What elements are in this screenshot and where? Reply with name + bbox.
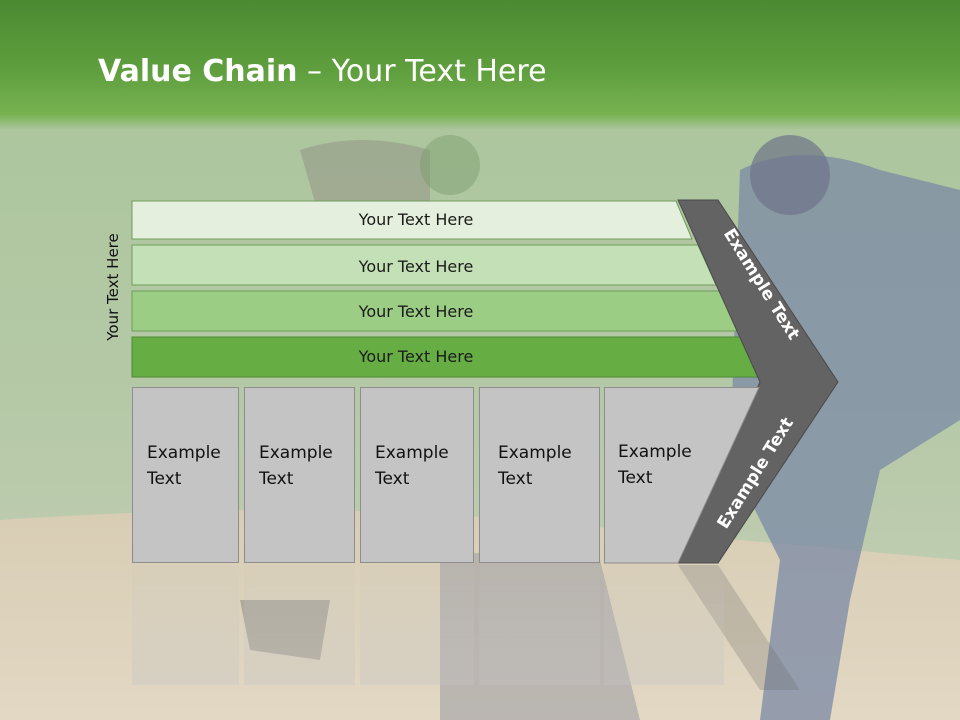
box-4-reflection bbox=[479, 565, 600, 685]
title-bold: Value Chain bbox=[98, 54, 298, 89]
reflection-fill bbox=[479, 565, 600, 685]
box-3-line2: Text bbox=[375, 469, 410, 489]
reflection-fill bbox=[604, 565, 724, 685]
box-1-line2: Text bbox=[147, 469, 182, 489]
box-2-line1: Example bbox=[259, 443, 333, 463]
box-3-reflection bbox=[360, 565, 474, 685]
header-band bbox=[0, 0, 960, 130]
chevron-shape bbox=[677, 199, 839, 564]
box-2-line2: Text bbox=[259, 469, 294, 489]
reflection-fill bbox=[132, 565, 239, 685]
reflection-fill bbox=[360, 565, 474, 685]
box-4-line1: Example bbox=[498, 443, 572, 463]
box-1-line1: Example bbox=[147, 443, 221, 463]
bar-3-label: Your Text Here bbox=[358, 302, 474, 321]
box-5-line2: Text bbox=[618, 468, 653, 488]
example-box-5 bbox=[604, 387, 760, 564]
box-2-reflection bbox=[244, 565, 355, 685]
bar-4-label: Your Text Here bbox=[358, 347, 474, 366]
box-5-line1: Example bbox=[618, 442, 692, 462]
box-4-line2: Text bbox=[498, 469, 533, 489]
reflection-fill bbox=[244, 565, 355, 685]
box-5-reflection bbox=[604, 565, 724, 685]
box-3-line1: Example bbox=[375, 443, 449, 463]
bar-2-label: Your Text Here bbox=[358, 257, 474, 276]
bar-1-label: Your Text Here bbox=[358, 210, 474, 229]
title-rest: – Your Text Here bbox=[297, 54, 547, 89]
chevron-reflection bbox=[678, 565, 800, 690]
bar-1 bbox=[131, 200, 693, 240]
page-title: Value Chain – Your Text Here bbox=[98, 54, 547, 89]
box-1-reflection bbox=[132, 565, 239, 685]
